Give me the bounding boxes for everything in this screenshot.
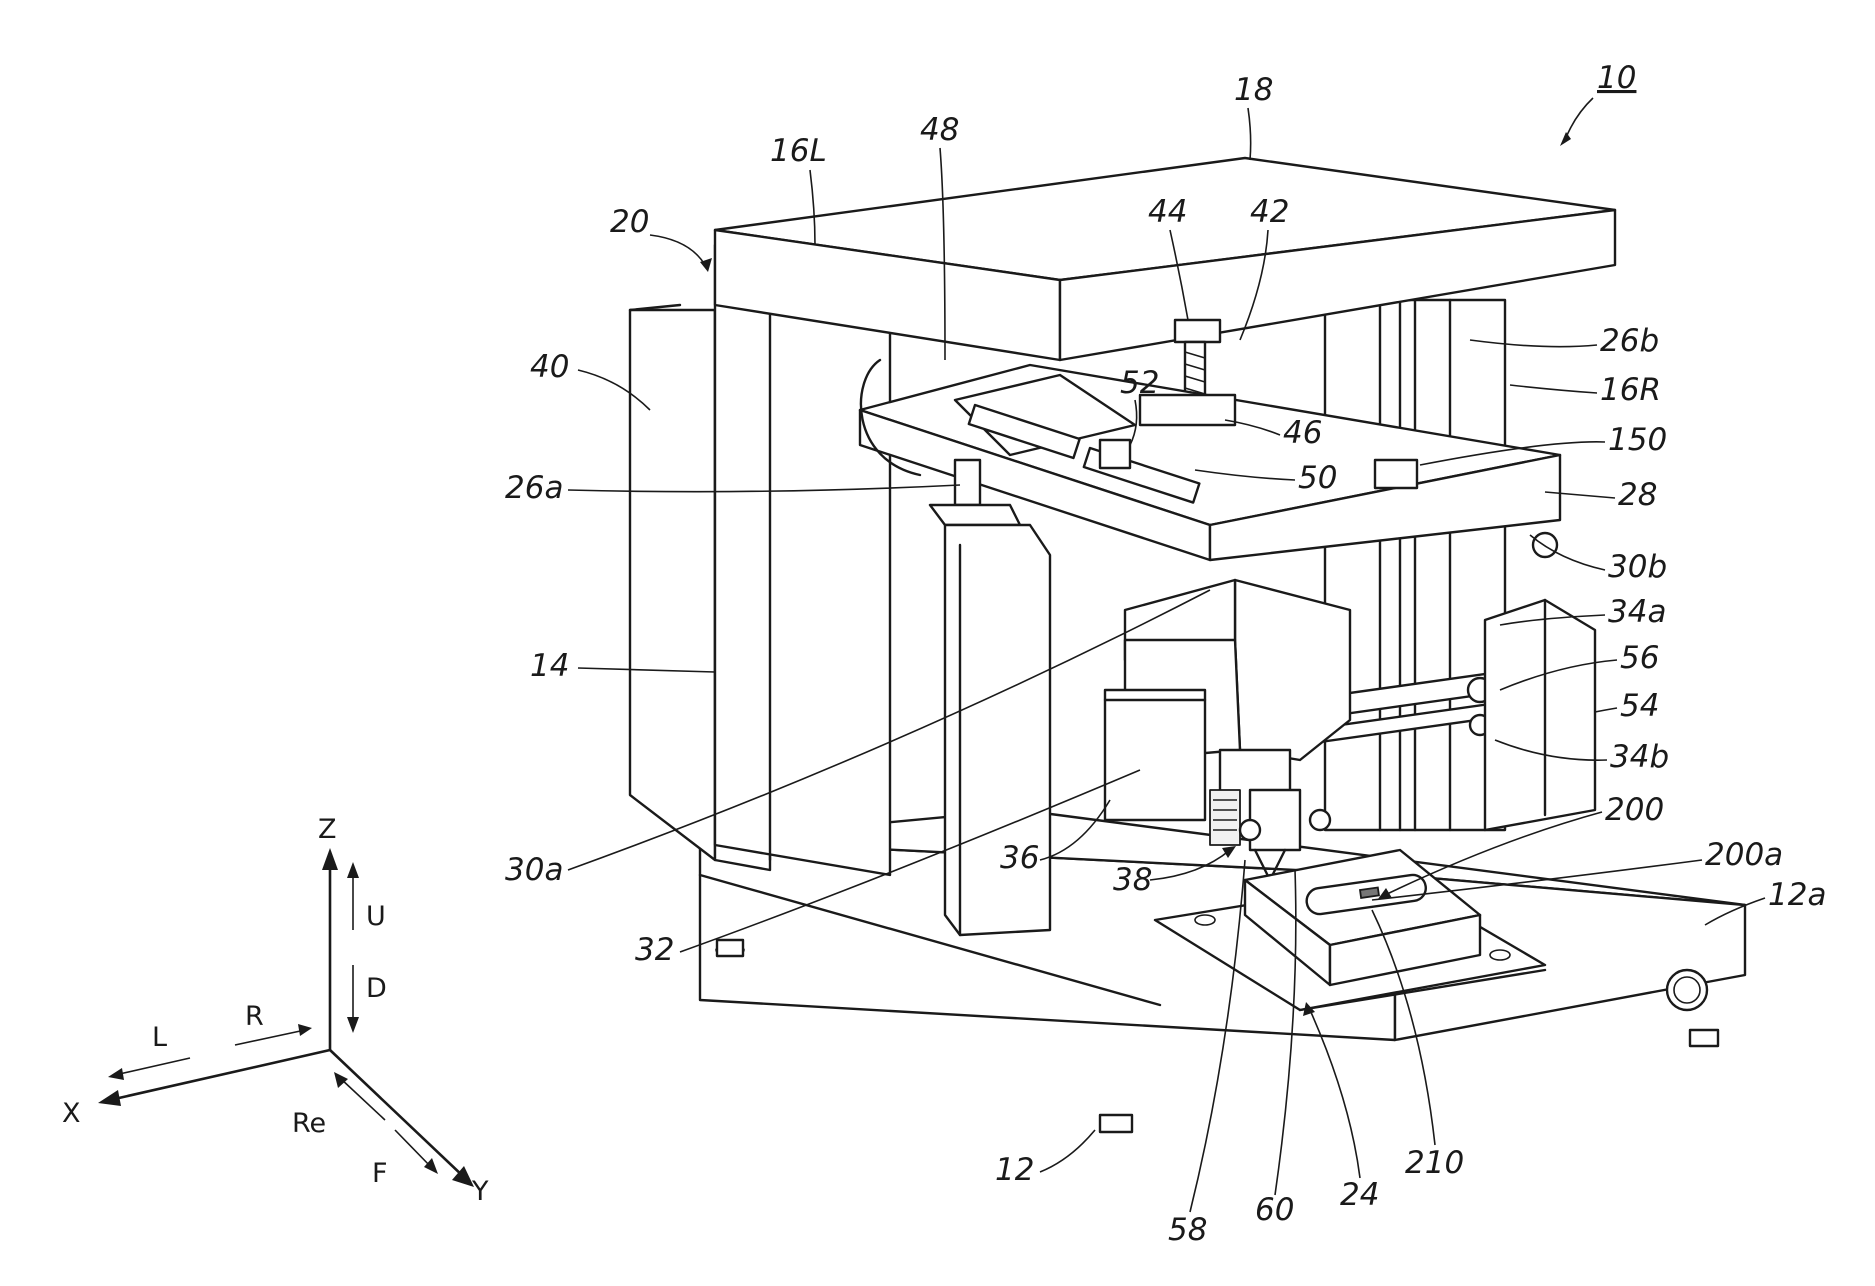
label-56: 56 (1620, 640, 1659, 676)
label-26b: 26b (1600, 323, 1659, 359)
axis-re-label: Re (292, 1108, 326, 1139)
column-16L (715, 245, 890, 875)
label-42: 42 (1250, 194, 1289, 230)
axis-r-label: R (245, 1001, 264, 1032)
label-34b: 34b (1610, 739, 1669, 775)
label-150: 150 (1608, 422, 1667, 458)
label-12a: 12a (1768, 877, 1826, 913)
label-46: 46 (1283, 415, 1322, 451)
label-24: 24 (1340, 1177, 1379, 1213)
label-28: 28 (1618, 477, 1657, 513)
motor-54 (1485, 600, 1595, 830)
label-18: 18 (1234, 72, 1273, 108)
label-40: 40 (530, 349, 569, 385)
axis-d-label: D (366, 973, 387, 1004)
label-20: 20 (610, 204, 649, 240)
label-12: 12 (995, 1152, 1034, 1188)
label-16R: 16R (1600, 372, 1661, 408)
label-16L: 16L (770, 133, 827, 169)
label-50: 50 (1298, 460, 1337, 496)
label-60: 60 (1255, 1192, 1294, 1228)
label-36: 36 (1000, 840, 1039, 876)
axis-u-label: U (366, 901, 386, 932)
label-54: 54 (1620, 688, 1659, 724)
axis-z-label: Z (318, 814, 337, 845)
label-210: 210 (1405, 1145, 1464, 1181)
label-44: 44 (1148, 194, 1187, 230)
label-38: 38 (1113, 862, 1152, 898)
label-34a: 34a (1608, 594, 1666, 630)
label-200: 200 (1605, 792, 1664, 828)
label-200a: 200a (1705, 837, 1783, 873)
label-32: 32 (635, 932, 674, 968)
label-30a: 30a (505, 852, 563, 888)
label-10: 10 (1597, 60, 1636, 96)
axis-x-label: X (62, 1098, 81, 1129)
label-30b: 30b (1608, 549, 1667, 585)
axis-y-label: Y (471, 1176, 489, 1207)
axis-f-label: F (372, 1158, 388, 1189)
coordinate-axes: Z X Y U D L R Re F (62, 814, 489, 1207)
label-14: 14 (530, 648, 569, 684)
label-26a: 26a (505, 470, 563, 506)
column-16R (1325, 300, 1505, 830)
label-52: 52 (1120, 365, 1159, 401)
label-48: 48 (920, 112, 959, 148)
label-58: 58 (1168, 1212, 1207, 1248)
axis-l-label: L (152, 1022, 167, 1053)
